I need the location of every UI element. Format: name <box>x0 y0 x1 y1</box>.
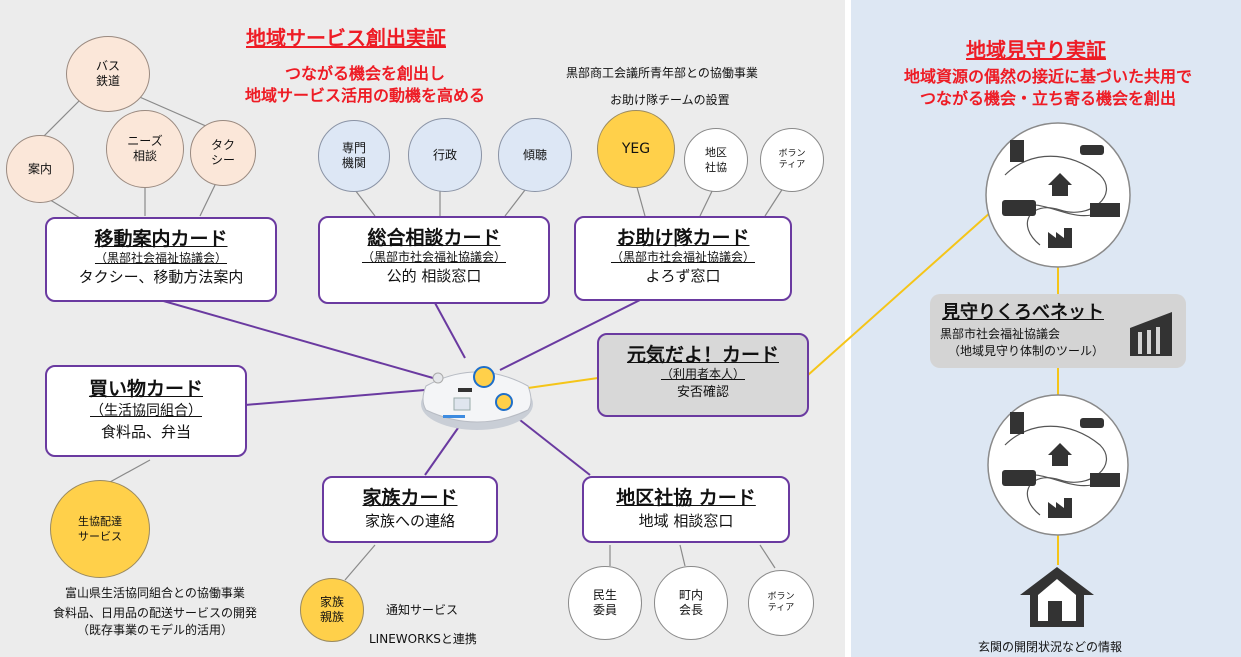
line-genki-net <box>807 194 1011 376</box>
building-icon <box>1130 312 1172 356</box>
card-shopping: 買い物カード （生活協同組合） 食料品、弁当 <box>45 365 247 457</box>
circle-admin: 行政 <box>408 118 482 192</box>
circle-town-head: 町内 会長 <box>654 566 728 640</box>
device-icon <box>421 366 533 430</box>
network-org: 黒部市社会福祉協議会 <box>940 327 1061 341</box>
network-title: 見守りくろべネット <box>942 302 1104 323</box>
line-spec-card <box>354 189 376 217</box>
line-device-genki <box>527 377 599 389</box>
circle-specialist: 専門 機関 <box>318 120 390 192</box>
line-dcard-town <box>679 544 686 567</box>
circle-listening: 傾聴 <box>498 118 572 192</box>
card-family: 家族カード 家族への連絡 <box>322 476 498 543</box>
circle-coop-delivery: 生協配達 サービス <box>50 480 150 578</box>
circle-taxi: タク シー <box>190 120 256 186</box>
circle-volunteer-top: ボラン ティア <box>760 128 824 192</box>
card-district: 地区社協 カード 地域 相談窓口 <box>582 476 790 543</box>
circle-guide: 案内 <box>6 135 74 203</box>
yeg-note-2: お助け隊チームの設置 <box>610 93 730 107</box>
line-family-circle <box>344 544 376 581</box>
coop-notes: 富山県生活協同組合との協働事業 食料品、日用品の配送サービスの開発 （既存事業の… <box>52 586 257 637</box>
line-bus-guide <box>39 94 86 141</box>
family-note-1: 通知サービス <box>386 603 459 617</box>
community-map-bottom <box>987 394 1129 536</box>
door-note: 玄関の開閉状況などの情報 <box>978 640 1123 654</box>
line-dcard-vol <box>759 544 776 569</box>
card-genki: 元気だよ！カード （利用者本人） 安否確認 <box>597 333 809 417</box>
line-taxi-card <box>199 184 216 217</box>
circle-bus-rail: バス 鉄道 <box>66 36 150 112</box>
network-desc: （地域見守り体制のツール） <box>948 344 1105 358</box>
community-map-top <box>985 122 1131 268</box>
line-district-device <box>519 419 591 476</box>
circle-needs: ニーズ 相談 <box>106 110 184 188</box>
circle-family-relatives: 家族 親族 <box>300 578 364 642</box>
line-family-device <box>424 427 459 476</box>
family-note-2: LINEWORKSと連携 <box>369 632 477 646</box>
line-consult-device <box>434 302 466 359</box>
circle-yeg: YEG <box>597 110 675 188</box>
line-bus-taxi <box>134 94 216 131</box>
right-title: 地域見守り実証 <box>966 38 1106 62</box>
yeg-note-1: 黒部商工会議所青年部との協働事業 <box>566 66 758 80</box>
line-listen-card <box>504 189 526 217</box>
circle-district-council: 地区 社協 <box>684 128 748 192</box>
left-title: 地域サービス創出実証 <box>246 26 446 50</box>
circle-welfare-officer: 民生 委員 <box>568 566 642 640</box>
card-consult: 総合相談カード （黒部市社会福祉協議会） 公的 相談窓口 <box>318 216 550 304</box>
circle-volunteer-bottom: ボラン ティア <box>748 570 814 636</box>
card-help-team: お助け隊カード （黒部市社会福祉協議会） よろず窓口 <box>574 216 792 301</box>
card-mobility: 移動案内カード （黒部社会福祉協議会） タクシー、移動方法案内 <box>45 217 277 302</box>
house-icon <box>1020 567 1094 627</box>
line-shop-device <box>244 389 426 406</box>
left-subtitle: つながる機会を創出し 地域サービス活用の動機を高める <box>244 64 485 105</box>
line-mobility-device <box>159 299 441 381</box>
line-help-device <box>499 299 641 371</box>
line-shop-coop <box>109 459 151 483</box>
right-subtitle: 地域資源の偶然の接近に基づいた共用で つながる機会・立ち寄る機会を創出 <box>903 67 1192 108</box>
